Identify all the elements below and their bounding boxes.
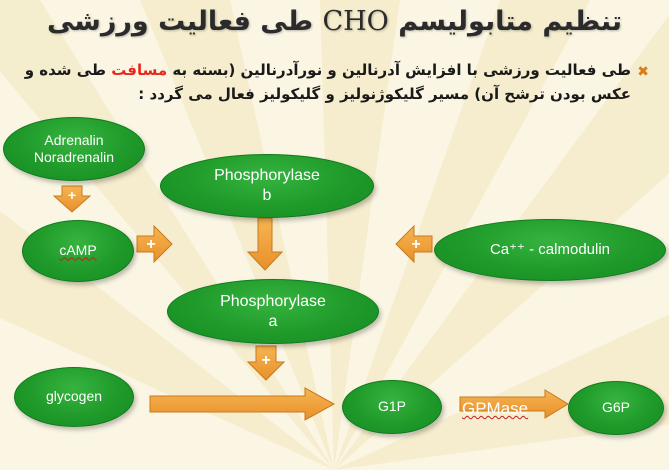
node-glycogen-label: glycogen bbox=[45, 388, 103, 405]
gpmase-text: GPMase bbox=[462, 399, 529, 418]
node-phosphorylase-a: Phosphorylase a bbox=[167, 279, 379, 344]
node-phosa-line1: Phosphorylase bbox=[220, 292, 326, 310]
node-adrenalin-line2: Noradrenalin bbox=[33, 149, 115, 165]
node-camp-label: cAMP bbox=[59, 242, 97, 259]
bullet-text: طی فعالیت ورزشی با افزایش آدرنالین و نور… bbox=[21, 58, 631, 106]
bullet-x-icon: ✖ bbox=[637, 64, 649, 80]
gpmase-label: GPMase bbox=[462, 399, 528, 419]
plus-sign-3: + bbox=[411, 236, 420, 253]
bullet-highlight: مسافت bbox=[111, 61, 168, 79]
node-phosphorylase-b: Phosphorylase b bbox=[160, 154, 374, 218]
node-glycogen: glycogen bbox=[14, 367, 134, 427]
arrow-phosa-down bbox=[246, 345, 286, 381]
title-part2: طی فعالیت ورزشی bbox=[46, 6, 314, 37]
plus-sign-4: + bbox=[261, 352, 270, 369]
node-phosb-line1: Phosphorylase bbox=[214, 167, 320, 184]
node-phosa-line2: a bbox=[268, 312, 278, 330]
node-ca-calmodulin: Ca⁺⁺ - calmodulin bbox=[434, 219, 666, 281]
node-g1p: G1P bbox=[342, 380, 442, 434]
node-phosb-line2: b bbox=[262, 187, 272, 204]
node-g1p-label: G1P bbox=[377, 398, 406, 415]
arrow-g1p-to-g6p bbox=[459, 389, 569, 419]
node-g6p-label: G6P bbox=[601, 399, 630, 416]
bullet-text-pre: طی فعالیت ورزشی با افزایش آدرنالین و نور… bbox=[172, 61, 631, 79]
arrow-glycogen-to-g1p bbox=[149, 387, 336, 421]
bullet-text-mid: طی شده و عکس بودن ترشح آن) مسیر گلیکوژنو… bbox=[24, 61, 631, 103]
arrow-ca-left bbox=[395, 224, 433, 264]
node-adrenalin-line1: Adrenalin bbox=[44, 131, 104, 148]
slide-title: تنظیم متابولیسم CHO طی فعالیت ورزشی bbox=[0, 6, 669, 37]
node-adrenalin: Adrenalin Noradrenalin bbox=[3, 117, 145, 181]
arrow-adrenalin-to-camp bbox=[52, 185, 92, 213]
arrow-phosb-to-phosa bbox=[246, 217, 284, 271]
arrow-camp-right bbox=[136, 224, 173, 264]
plus-sign-1: + bbox=[68, 187, 76, 203]
title-latin: CHO bbox=[322, 6, 389, 37]
node-camp: cAMP bbox=[22, 220, 134, 282]
node-g6p: G6P bbox=[568, 381, 664, 435]
title-part1: تنظیم متابولیسم bbox=[398, 6, 623, 37]
node-ca-label: Ca⁺⁺ - calmodulin bbox=[489, 240, 611, 258]
plus-sign-2: + bbox=[146, 236, 155, 253]
